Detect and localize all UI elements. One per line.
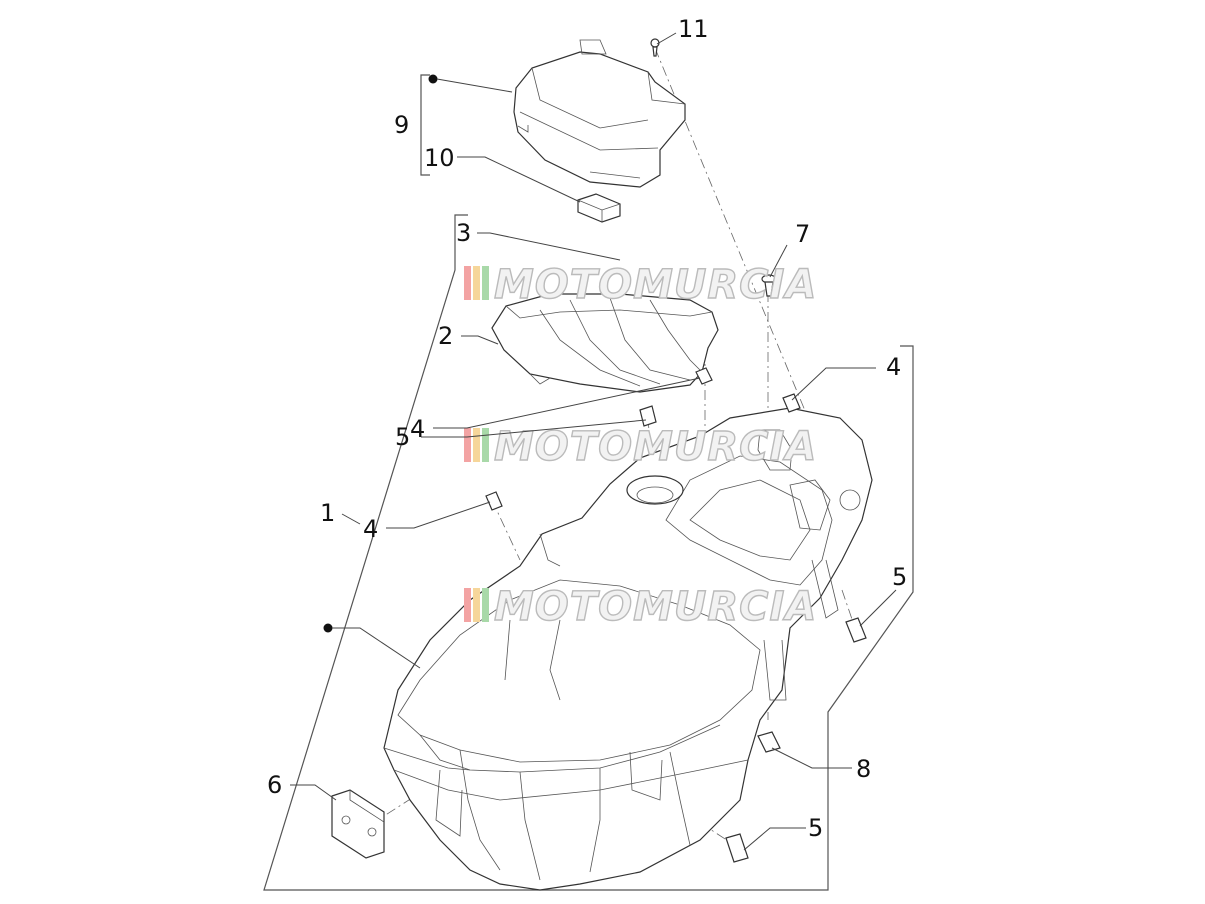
watermark-text: MOTOMURCIA xyxy=(494,262,817,308)
callout-3: 3 xyxy=(456,219,471,247)
watermark-middle: MOTOMURCIA xyxy=(464,423,817,471)
part-1-helmet-compartment xyxy=(383,407,873,891)
callout-7: 7 xyxy=(795,220,810,248)
clip-4-c xyxy=(485,491,503,511)
callout-4-mid: 4 xyxy=(410,415,425,443)
callout-1: 1 xyxy=(320,499,335,527)
part-10-pad xyxy=(577,193,621,223)
clip-5-a xyxy=(639,405,657,427)
watermark-text: MOTOMURCIA xyxy=(494,424,817,470)
clip-8 xyxy=(757,731,781,753)
callout-4-top: 4 xyxy=(886,353,901,381)
clip-4-b xyxy=(782,393,801,413)
part-6-bracket-plate xyxy=(331,789,385,859)
leader-lines xyxy=(290,32,897,851)
clip-5-c xyxy=(725,833,749,863)
callout-2: 2 xyxy=(438,322,453,350)
callout-labels: 11 9 10 3 7 2 4 4 5 1 4 5 8 6 5 xyxy=(267,15,907,842)
callout-9: 9 xyxy=(394,111,409,139)
clip-5-b xyxy=(845,617,867,643)
callout-4-left: 4 xyxy=(363,515,378,543)
callout-10: 10 xyxy=(424,144,455,172)
callout-11: 11 xyxy=(678,15,709,43)
callout-5-right: 5 xyxy=(892,563,907,591)
callout-6: 6 xyxy=(267,771,282,799)
watermark-top: MOTOMURCIA xyxy=(464,261,817,309)
part-2-lid-liner xyxy=(491,293,719,393)
part-7-screw xyxy=(761,274,777,297)
callout-8: 8 xyxy=(856,755,871,783)
group-9-bracket xyxy=(420,74,430,176)
clip-4-a xyxy=(695,367,713,385)
part-11-screw xyxy=(650,38,660,57)
part-9-glovebox-cover xyxy=(513,39,686,188)
group-1-frame xyxy=(263,214,914,891)
callout-5-bottom: 5 xyxy=(808,814,823,842)
watermark-bottom: MOTOMURCIA xyxy=(464,583,817,631)
watermark-text: MOTOMURCIA xyxy=(494,584,817,630)
callout-5-mid: 5 xyxy=(395,423,410,451)
group-9-marker xyxy=(428,74,438,84)
group-1-marker xyxy=(323,623,333,633)
